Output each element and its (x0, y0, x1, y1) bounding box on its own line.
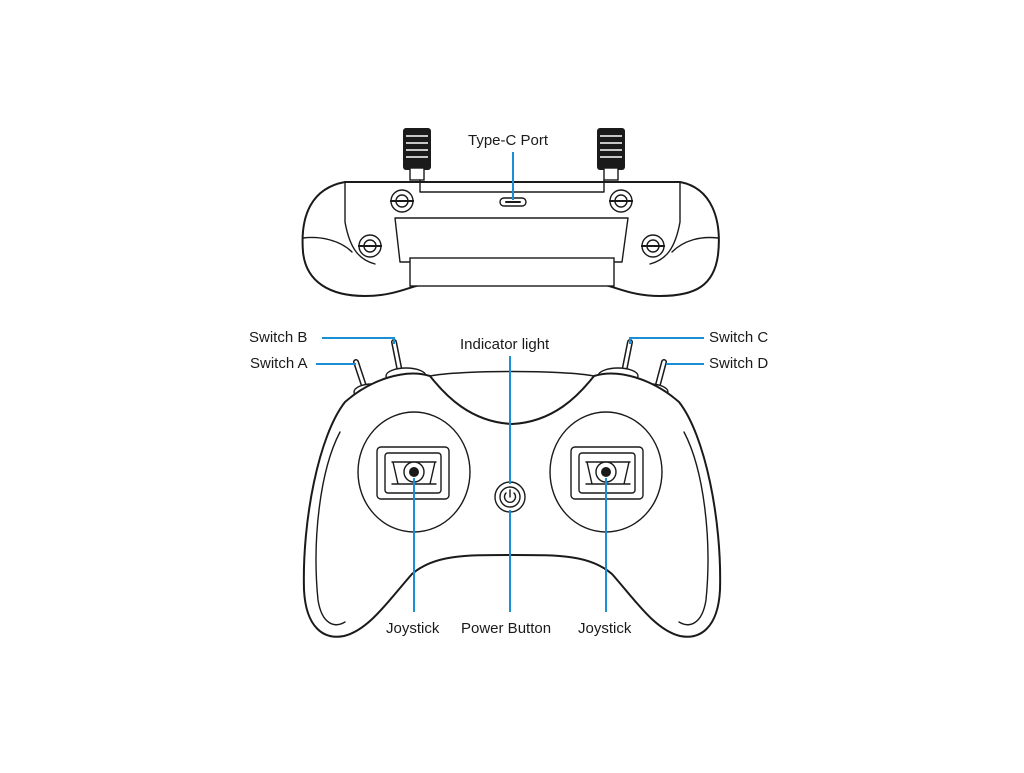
switch-a-label: Switch A (250, 355, 308, 372)
callout-lines (316, 152, 704, 612)
top-switch-knob-4 (641, 234, 665, 258)
switch-b-label: Switch B (249, 329, 308, 346)
joystick-right (549, 411, 663, 533)
switch-c-label: Switch C (709, 329, 769, 346)
top-switch-knob-2 (609, 189, 633, 213)
top-switch-knob-1 (390, 189, 414, 213)
controller-top-view (301, 128, 720, 297)
left-antenna (403, 128, 431, 181)
power-button (494, 481, 526, 513)
type-c-port-label: Type-C Port (468, 132, 549, 149)
joystick-right-label: Joystick (578, 620, 632, 637)
controller-front-view (302, 339, 722, 638)
top-switch-knob-3 (358, 234, 382, 258)
callout-switch-b (322, 337, 395, 344)
power-button-label: Power Button (461, 620, 552, 637)
power-icon (503, 492, 517, 503)
right-antenna (597, 128, 625, 181)
indicator-light-label: Indicator light (460, 336, 550, 353)
switch-d-label: Switch D (709, 355, 769, 372)
joystick-left-label: Joystick (386, 620, 440, 637)
callout-switch-c (629, 337, 704, 344)
